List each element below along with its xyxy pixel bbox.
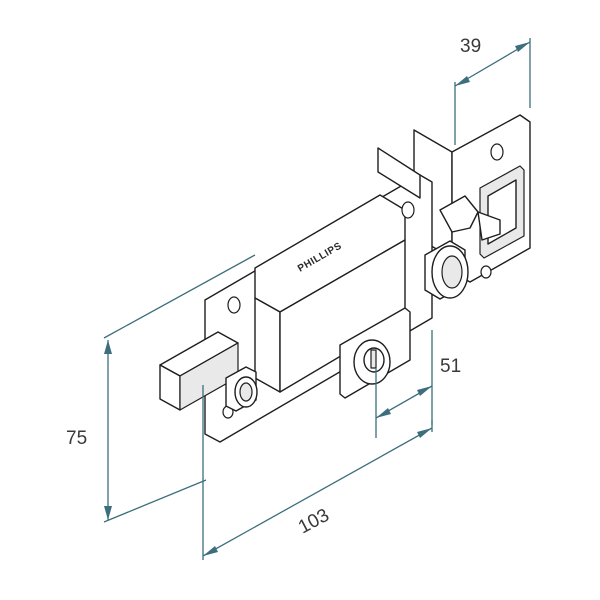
dimension-key-offset-label: 51 [440,356,461,377]
strike-screw-hole [490,143,504,161]
body-screw-hole [227,296,241,314]
strike-screw-hole [480,265,492,279]
snib-knob [225,366,258,412]
key-slot [370,349,377,369]
key-cylinder [353,339,391,385]
dimension-length-label: 103 [295,505,333,538]
lock-body [204,147,433,443]
turn-knob [424,195,501,300]
dimension-height: 75 [66,254,256,523]
dimension-depth: 39 [454,36,531,145]
deadbolt [159,331,239,411]
body-screw-hole [401,201,415,219]
dimension-height-label: 75 [66,428,87,449]
dimension-key-offset: 51 [375,330,461,438]
dimension-depth-label: 39 [460,36,481,57]
